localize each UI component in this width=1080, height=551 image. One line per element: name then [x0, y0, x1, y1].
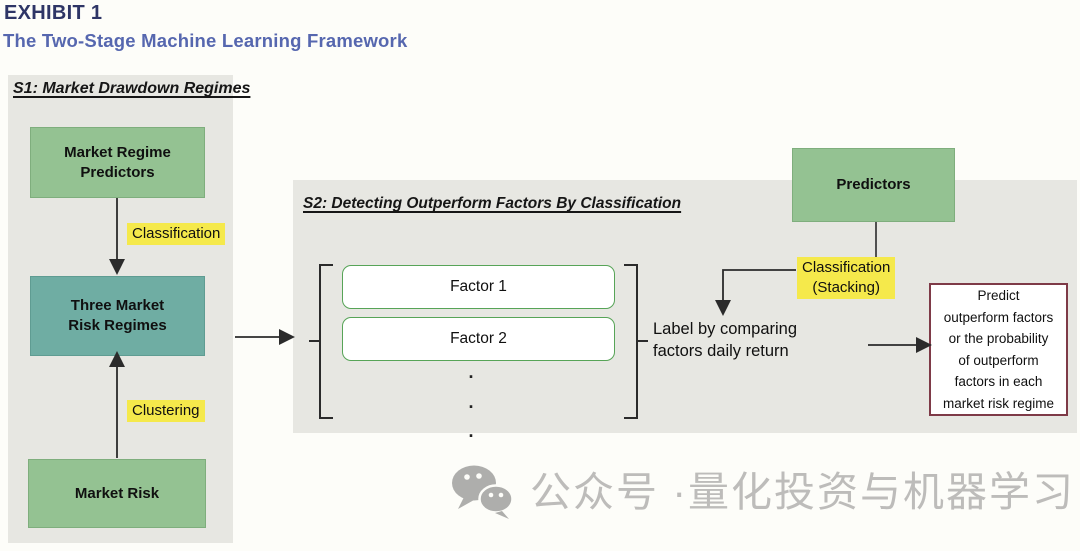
three-market-risk-regimes-box: Three Market Risk Regimes [30, 276, 205, 356]
factor-1-box: Factor 1 [342, 265, 615, 309]
clustering-arrow-label: Clustering [127, 400, 205, 422]
factor-2-box: Factor 2 [342, 317, 615, 361]
label-by-comparing-text: Label by comparing factors daily return [653, 320, 798, 360]
wechat-icon [452, 465, 514, 519]
predict-outperform-box: Predict outperform factors or the probab… [929, 283, 1068, 416]
classification-arrow-label: Classification [127, 223, 226, 245]
predictors-box: Predictors [792, 148, 955, 222]
stage2-heading: S2: Detecting Outperform Factors By Clas… [303, 195, 682, 212]
market-risk-box: Market Risk [28, 459, 206, 528]
watermark-text: 公众号 ·量化投资与机器学习 [530, 469, 1076, 515]
more-factors-ellipsis: . . . [464, 362, 478, 441]
market-regime-predictors-box: Market Regime Predictors [30, 127, 205, 198]
classification-stacking-label: Classification (Stacking) [797, 257, 896, 299]
figure-title: The Two-Stage Machine Learning Framework [3, 30, 408, 51]
ellipsis-dot: . [468, 362, 474, 382]
watermark: 公众号 ·量化投资与机器学习 [450, 464, 1075, 520]
ellipsis-dot: . [468, 391, 474, 412]
stage1-heading: S1: Market Drawdown Regimes [13, 80, 251, 97]
exhibit-label: EXHIBIT 1 [4, 2, 103, 24]
ellipsis-dot: . [468, 421, 474, 441]
